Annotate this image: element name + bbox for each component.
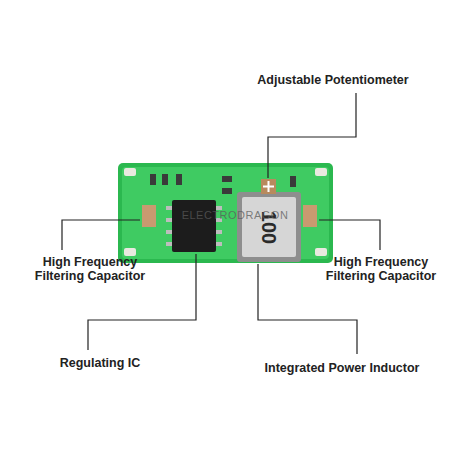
potentiometer	[261, 179, 276, 194]
inductor-body	[242, 197, 296, 257]
inductor-frame	[237, 192, 301, 262]
leader-line	[319, 220, 380, 250]
left-capacitor	[142, 205, 156, 227]
potentiometer-slot	[263, 181, 274, 192]
part-label: Adjustable Potentiometer	[257, 73, 408, 87]
watermark: ELECTRODRAGON	[182, 209, 289, 222]
part-label: Regulating IC	[60, 356, 141, 370]
circuit-board	[118, 163, 333, 263]
part-label: High Frequency Filtering Capacitor	[315, 255, 447, 284]
regulating-chip	[172, 200, 216, 252]
right-capacitor	[303, 205, 317, 227]
part-label: High Frequency Filtering Capacitor	[24, 255, 156, 284]
smd-parts	[150, 174, 296, 194]
leader-line	[62, 220, 140, 250]
leader-line	[268, 93, 356, 178]
part-label: Integrated Power Inductor	[265, 361, 420, 375]
